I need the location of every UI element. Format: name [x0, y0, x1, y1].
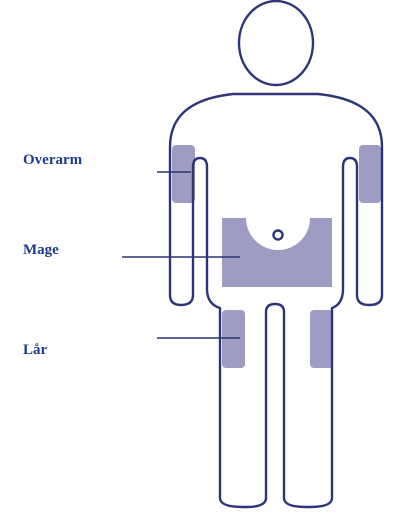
- torso-outline: [170, 94, 382, 507]
- upper-arm-label: Overarm: [23, 153, 82, 168]
- left-thigh-zone: [222, 310, 245, 368]
- right-upper-arm-zone: [359, 145, 381, 203]
- thigh-label: Lår: [23, 343, 47, 358]
- abdomen-label: Mage: [23, 243, 59, 258]
- abdomen-zone: [222, 218, 332, 287]
- head-outline: [239, 1, 313, 85]
- right-thigh-zone: [310, 310, 333, 368]
- navel-icon: [274, 231, 283, 240]
- left-upper-arm-zone: [172, 145, 195, 203]
